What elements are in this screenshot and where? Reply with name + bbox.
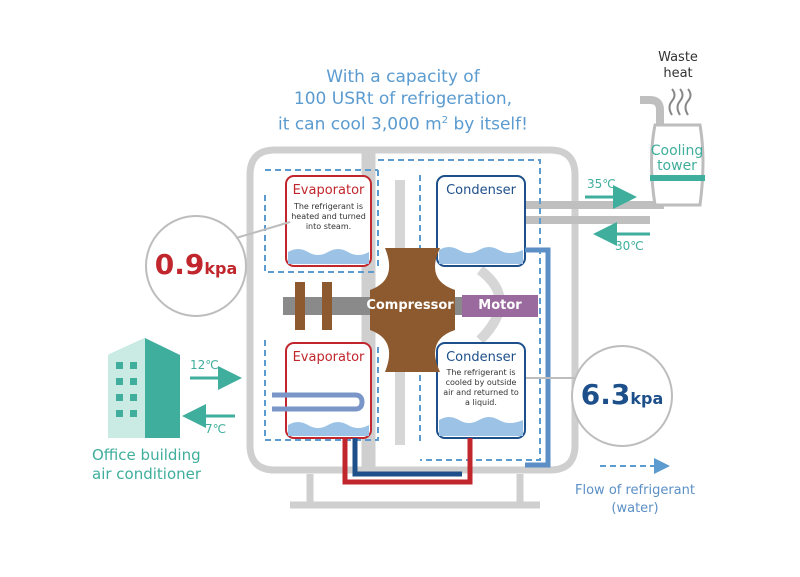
condenser-bottom-desc1: The refrigerant is [446,368,516,377]
refrigerant-flow [264,159,541,461]
evaporator-top-desc2: heated and turned [291,212,366,221]
condenser-bottom-box [436,342,526,439]
office-building [108,338,180,438]
condenser-bottom-title: Condenser [446,350,516,365]
evaporator-top-desc1: The refrigerant is [293,202,364,211]
headline-line3-end: by itself! [448,114,528,135]
condenser-bottom-desc3: air and returned to [443,388,519,397]
temp-tower-in: 35℃ [587,177,616,191]
legend-line1: Flow of refrigerant [575,483,695,498]
temp-tower-out: 30℃ [615,239,644,253]
evaporator-top-box [285,175,372,267]
headline-line3: it can cool 3,000 m2 by itself! [258,110,548,136]
evaporator-top-title: Evaporator [292,183,365,198]
waste-heat-label: Waste heat [648,50,708,82]
condenser-bottom-desc2: cooled by outside [445,378,517,387]
condenser-top-title: Condenser [446,183,516,198]
motor-label: Motor [478,298,522,313]
building-label: Office building air conditioner [92,446,201,484]
machine-frame [246,146,579,509]
pressure-high-callout [526,345,673,447]
headline: With a capacity of 100 USRt of refrigera… [258,66,548,136]
waste-heat-line1: Waste [658,50,698,65]
evaporator-bottom-title: Evaporator [292,350,365,365]
motor-body [462,295,538,317]
temp-building-out: 12℃ [190,358,219,372]
condenser-top-box [436,175,526,267]
evaporator-bottom-box [272,342,372,439]
building-label-line2: air conditioner [92,465,202,483]
cooling-tower-label: Cooling tower [646,144,708,174]
pressure-low-value: 0.9 [154,248,205,281]
evaporator-top-desc: The refrigerant is heated and turned int… [286,202,371,232]
building-label-line1: Office building [92,446,201,464]
headline-line3-text: it can cool 3,000 m [278,114,442,135]
liquid-return-pipes [342,247,551,485]
waste-heat-line2: heat [663,66,693,81]
compressor-body [370,248,455,372]
headline-line2: 100 USRt of refrigeration, [293,89,513,109]
legend-label: Flow of refrigerant (water) [570,482,700,518]
condenser-bottom-desc4: a liquid. [465,398,497,407]
pressure-high-value: 6.3 [580,378,631,411]
pressure-high-label: 6.3kpa [572,378,672,411]
headline-line1: With a capacity of [326,67,480,87]
condenser-bottom-desc: The refrigerant is cooled by outside air… [437,368,525,408]
compressor-label: Compressor [366,298,454,313]
pressure-high-unit: kpa [630,389,664,408]
pressure-low-callout [145,215,291,317]
legend-line2: (water) [611,501,659,516]
cooling-tower-line1: Cooling [650,143,704,159]
cooling-tower-line2: tower [657,158,697,174]
evaporator-top-desc3: into steam. [305,222,352,231]
pressure-low-unit: kpa [204,259,238,278]
cooling-tower [650,88,705,207]
headline-line3-sup: 2 [441,115,449,126]
temp-building-in: 7℃ [205,422,227,436]
pressure-low-label: 0.9kpa [146,248,246,281]
